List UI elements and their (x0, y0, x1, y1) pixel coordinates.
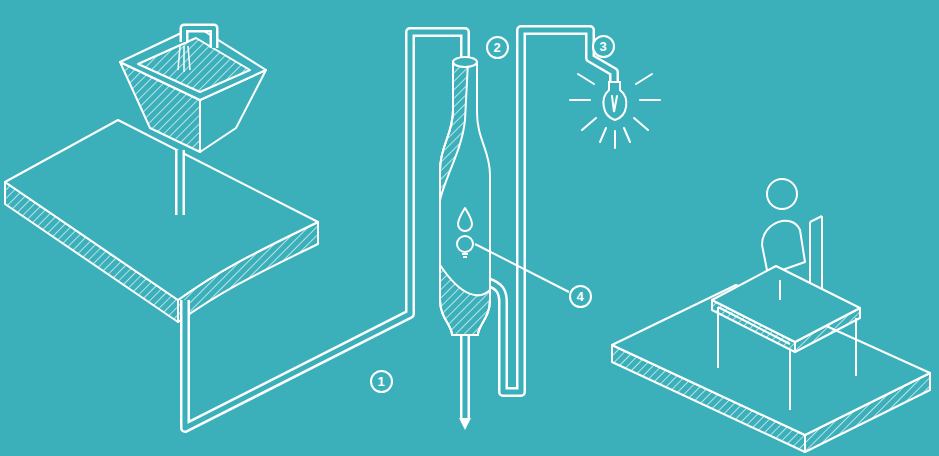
drain-pipe (180, 150, 181, 215)
callout-number: 2 (486, 36, 509, 59)
light-bulb (570, 74, 660, 148)
pipe (185, 30, 614, 428)
desk (712, 266, 860, 410)
callout-number: 3 (592, 35, 615, 58)
faucet (178, 28, 214, 72)
generator-unit (440, 57, 490, 335)
outlet-arrow (459, 418, 471, 430)
leader-line (475, 244, 569, 292)
callout-number: 4 (569, 285, 592, 308)
counter-slab (5, 120, 318, 322)
sink-basin (120, 26, 266, 152)
callout-number: 1 (370, 370, 393, 393)
